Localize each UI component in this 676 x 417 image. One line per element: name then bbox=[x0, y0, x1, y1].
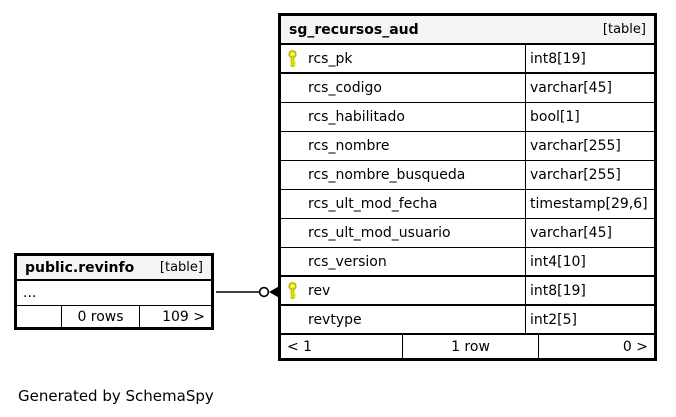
key-slot bbox=[287, 167, 308, 184]
key-slot bbox=[287, 253, 308, 270]
column-name: rcs_ult_mod_fecha bbox=[308, 196, 438, 212]
key-slot bbox=[287, 311, 308, 328]
column-type: timestamp[29,6] bbox=[525, 190, 654, 218]
column-row-rcs-pk: rcs_pk int8[19] bbox=[281, 45, 654, 74]
table-header: sg_recursos_aud [table] bbox=[281, 16, 654, 45]
table-header: public.revinfo [table] bbox=[17, 256, 211, 281]
column-type: int4[10] bbox=[525, 248, 654, 275]
table-type-badge: [table] bbox=[602, 22, 646, 37]
key-slot bbox=[287, 50, 308, 67]
column-name: rcs_nombre_busqueda bbox=[308, 167, 466, 183]
column-row-rcs-nombre-busqueda: rcs_nombre_busqueda varchar[255] bbox=[281, 161, 654, 190]
column-row-rev: rev int8[19] bbox=[281, 277, 654, 306]
parents-indicator: < 1 bbox=[287, 338, 313, 355]
column-name: revtype bbox=[308, 311, 362, 328]
parents-indicator bbox=[17, 306, 61, 327]
column-type: varchar[45] bbox=[525, 219, 654, 247]
fk-relationship-connector bbox=[216, 286, 279, 298]
collapsed-columns-row: ... bbox=[17, 281, 211, 306]
column-row-rcs-ult-mod-usuario: rcs_ult_mod_usuario varchar[45] bbox=[281, 219, 654, 248]
column-name: rcs_nombre bbox=[308, 138, 390, 154]
key-slot bbox=[287, 196, 308, 213]
table-footer: < 1 1 row 0 > bbox=[281, 335, 654, 358]
table-title[interactable]: public.revinfo bbox=[25, 259, 135, 276]
column-name: rcs_codigo bbox=[308, 80, 382, 96]
key-slot bbox=[287, 225, 308, 242]
column-name: rcs_version bbox=[308, 253, 387, 270]
row-count: 0 rows bbox=[61, 306, 140, 327]
table-footer: 0 rows 109 > bbox=[17, 306, 211, 327]
column-type: int8[19] bbox=[525, 45, 654, 72]
table-node-public-revinfo: public.revinfo [table] ... 0 rows 109 > bbox=[14, 253, 214, 330]
column-name: rcs_ult_mod_usuario bbox=[308, 225, 451, 241]
column-row-rcs-codigo: rcs_codigo varchar[45] bbox=[281, 74, 654, 103]
key-slot bbox=[287, 138, 308, 155]
table-node-sg-recursos-aud: sg_recursos_aud [table] rcs_pk int8[19] … bbox=[278, 13, 657, 361]
column-type: bool[1] bbox=[525, 103, 654, 131]
primary-key-icon bbox=[288, 50, 297, 67]
collapsed-columns-ellipsis: ... bbox=[23, 285, 37, 301]
column-row-rcs-version: rcs_version int4[10] bbox=[281, 248, 654, 277]
key-slot bbox=[287, 109, 308, 126]
table-title[interactable]: sg_recursos_aud bbox=[289, 21, 419, 38]
column-type: varchar[45] bbox=[525, 74, 654, 102]
column-type: int8[19] bbox=[525, 277, 654, 304]
key-slot bbox=[287, 282, 308, 299]
generated-by-note: Generated by SchemaSpy bbox=[18, 387, 214, 405]
column-type: varchar[255] bbox=[525, 132, 654, 160]
primary-key-icon bbox=[288, 282, 297, 299]
row-count: 1 row bbox=[402, 335, 539, 358]
column-row-rcs-ult-mod-fecha: rcs_ult_mod_fecha timestamp[29,6] bbox=[281, 190, 654, 219]
column-row-rcs-nombre: rcs_nombre varchar[255] bbox=[281, 132, 654, 161]
column-type: int2[5] bbox=[525, 306, 654, 333]
children-indicator: 0 > bbox=[622, 338, 648, 355]
column-name: rcs_pk bbox=[308, 50, 353, 67]
key-slot bbox=[287, 80, 308, 97]
arrowhead bbox=[269, 286, 279, 298]
column-row-rcs-habilitado: rcs_habilitado bool[1] bbox=[281, 103, 654, 132]
children-indicator: 109 > bbox=[162, 308, 205, 325]
cardinality-circle bbox=[258, 286, 270, 298]
column-type: varchar[255] bbox=[525, 161, 654, 189]
column-name: rcs_habilitado bbox=[308, 109, 405, 125]
column-name: rev bbox=[308, 282, 331, 299]
column-row-revtype: revtype int2[5] bbox=[281, 306, 654, 335]
table-type-badge: [table] bbox=[159, 260, 203, 275]
